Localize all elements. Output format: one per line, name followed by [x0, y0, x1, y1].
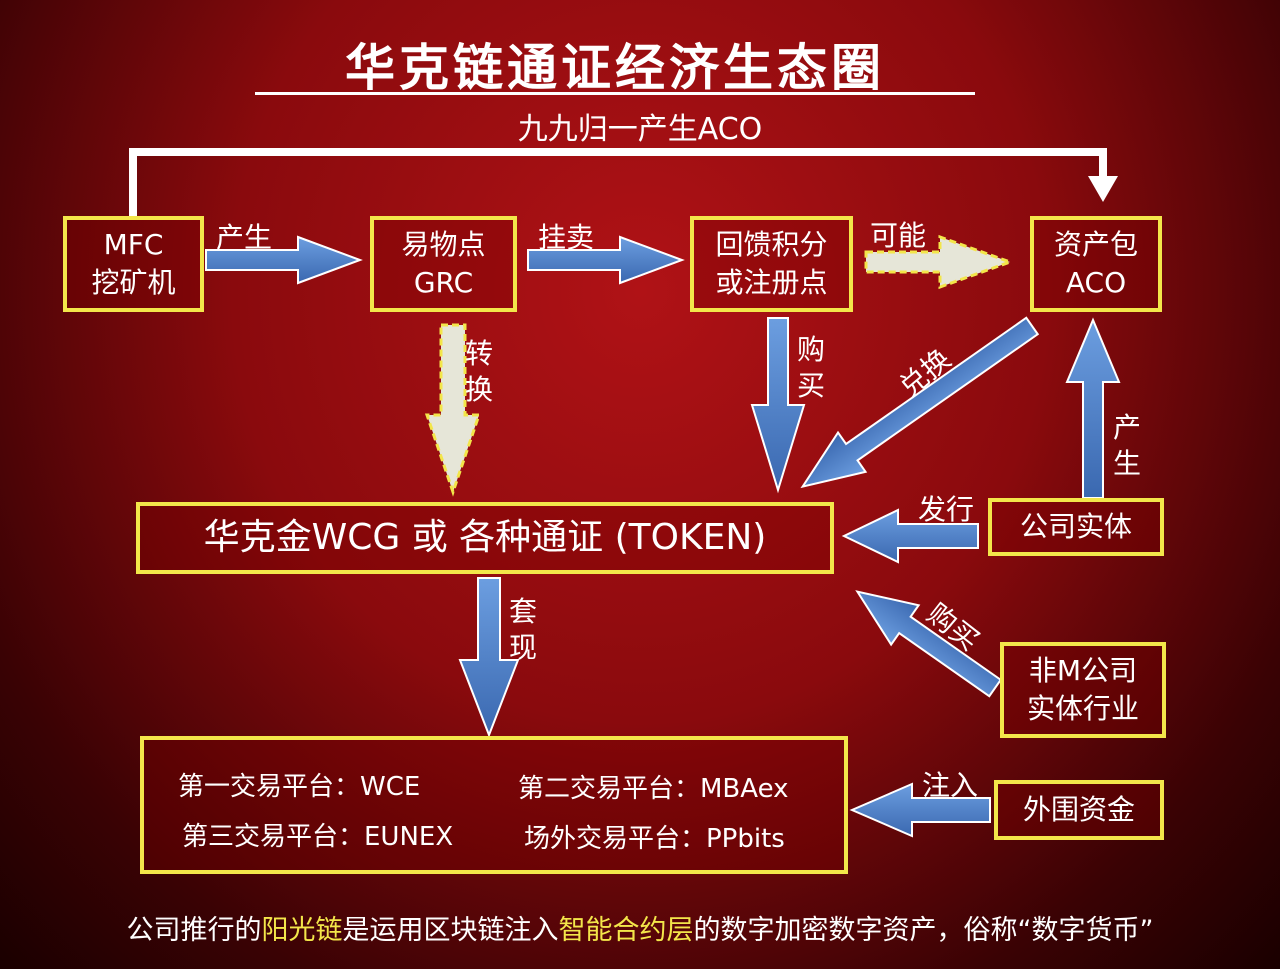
box-grc-line2: GRC [413, 266, 474, 299]
arrow-token-to-platforms [458, 577, 520, 738]
box-external-label: 外围资金 [1022, 793, 1135, 826]
edge-label-produce-aco-1: 产 [1112, 411, 1141, 444]
box-platforms: 第一交易平台：WCE 第二交易平台：MBAex 第三交易平台：EUNEX 场外交… [140, 736, 848, 874]
arrow-company-to-aco [1065, 317, 1121, 499]
arrow-external-to-platforms [849, 782, 991, 838]
box-mfc-line2: 挖矿机 [91, 266, 176, 299]
arrow-mfc-to-grc [205, 235, 363, 285]
box-company: 公司实体 [988, 498, 1164, 556]
arrow-company-to-token [841, 508, 979, 564]
loop-arrow-head [1088, 176, 1118, 202]
footer-part1: 公司推行的 [126, 915, 262, 946]
edge-label-convert-1: 转 [464, 337, 493, 370]
box-company-label: 公司实体 [1019, 510, 1132, 543]
box-grc: 易物点 GRC [370, 216, 517, 312]
box-external: 外围资金 [994, 780, 1164, 840]
box-grc-line1: 易物点 [401, 228, 486, 261]
box-aco-line1: 资产包 [1053, 228, 1138, 261]
loop-arrow-line [129, 148, 1107, 216]
footer-highlight-sunchain: 阳光链 [261, 915, 343, 946]
platform-3: 第三交易平台：EUNEX [182, 822, 454, 852]
box-non-m-line1: 非M公司 [1028, 654, 1138, 687]
box-points-line1: 回馈积分 [715, 228, 828, 261]
edge-label-inject: 注入 [922, 769, 979, 802]
edge-label-issue: 发行 [918, 493, 975, 526]
edge-label-buy-1: 购 [796, 333, 825, 366]
box-aco: 资产包 ACO [1030, 216, 1162, 312]
box-mfc-miner: MFC 挖矿机 [63, 216, 204, 312]
platform-4: 场外交易平台：PPbits [524, 824, 785, 854]
box-non-m-line2: 实体行业 [1026, 692, 1139, 725]
title-underline [255, 92, 975, 95]
box-points: 回馈积分 或注册点 [690, 216, 853, 312]
edge-label-convert-2: 换 [464, 373, 493, 406]
arrow-grc-to-points [527, 235, 685, 285]
edge-label-convert: 转 换 [462, 336, 496, 408]
edge-label-sell: 挂卖 [538, 221, 595, 254]
edge-label-cashout-2: 现 [508, 631, 537, 664]
footer-part2: 是运用区块链注入 [342, 915, 559, 946]
box-aco-line2: ACO [1065, 266, 1127, 299]
arrow-grc-to-token [424, 323, 482, 497]
platform-2: 第二交易平台：MBAex [518, 774, 789, 804]
footer-part3: 的数字加密数字资产，俗称“数字货币” [693, 915, 1154, 946]
edge-label-produce-aco: 产 生 [1110, 410, 1144, 482]
edge-label-buy: 购 买 [794, 332, 828, 404]
arrow-aco-to-token [800, 316, 1040, 489]
box-non-m: 非M公司 实体行业 [1000, 642, 1166, 738]
box-mfc-line1: MFC [103, 228, 164, 261]
loop-label: 九九归一产生ACO [517, 112, 763, 147]
edge-label-cashout-1: 套 [508, 595, 537, 628]
edge-label-cashout: 套 现 [506, 594, 540, 666]
edge-label-possible: 可能 [870, 219, 927, 252]
arrow-points-to-aco [864, 234, 1015, 290]
box-token-label: 华克金WCG 或 各种通证 (TOKEN) [203, 517, 767, 558]
box-points-line2: 或注册点 [715, 266, 828, 299]
platform-1: 第一交易平台：WCE [178, 772, 421, 802]
arrow-nonm-to-token [855, 590, 1003, 698]
footer-caption: 公司推行的阳光链是运用区块链注入智能合约层的数字加密数字资产，俗称“数字货币” [0, 908, 1280, 947]
footer-highlight-smart-contract: 智能合约层 [558, 915, 694, 946]
diagram-title: 华克链通证经济生态圈 [345, 38, 885, 97]
box-token: 华克金WCG 或 各种通证 (TOKEN) [136, 502, 834, 574]
arrow-points-to-token [750, 317, 806, 494]
edge-label-buy-2: 买 [796, 369, 825, 402]
edge-label-produce-aco-2: 生 [1112, 447, 1141, 480]
edge-label-produce: 产生 [216, 221, 273, 254]
